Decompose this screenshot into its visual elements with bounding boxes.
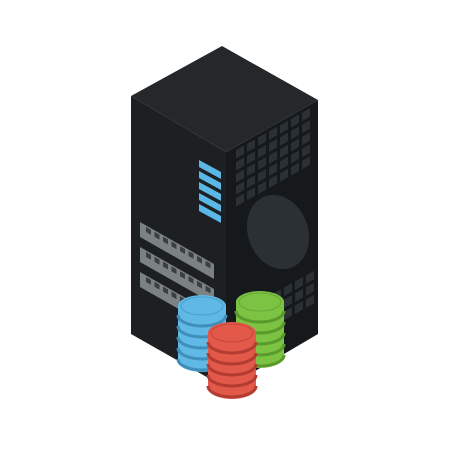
vent-grid-cell (302, 120, 310, 134)
vent-grid-cell (302, 132, 310, 146)
drive-slot (171, 241, 177, 250)
database-ring (206, 352, 258, 366)
tower-top-face (131, 46, 318, 152)
drive-slot (188, 276, 194, 284)
drive-slot (188, 251, 194, 259)
vent-grid-cell (302, 156, 310, 170)
database-ring (206, 385, 258, 399)
vent-grid-cell (247, 163, 255, 177)
vent-grid-cell (247, 139, 255, 153)
drive-slot (146, 227, 151, 235)
vent-grid-cell (295, 300, 303, 314)
vent-grid-cell (291, 126, 299, 140)
vent-grid-cell (302, 108, 310, 122)
vent-slot (199, 193, 221, 212)
vent-grid-cell (306, 294, 314, 308)
vent-grid-cell (258, 169, 266, 183)
vent-grid-cell (284, 307, 292, 321)
drive-slot (180, 246, 185, 254)
database-ring (176, 314, 228, 328)
drive-slot (180, 271, 185, 279)
vent-grid-cell (269, 150, 277, 164)
database-ring (206, 374, 258, 388)
vent-grid-cell (291, 162, 299, 176)
vent-grid-cell (306, 282, 314, 296)
drive-slot (197, 280, 202, 289)
vent-grid-cell (236, 181, 244, 195)
drive-slot (163, 261, 168, 270)
database-top-rim (180, 296, 224, 316)
drive-slot (171, 266, 177, 275)
vent-grid (236, 108, 314, 333)
vent-grid-cell (269, 174, 277, 188)
vent-grid-cell (258, 181, 266, 195)
drive-slot (154, 231, 160, 240)
vent-grid-cell (236, 169, 244, 183)
vent-grid-cell (280, 156, 288, 170)
vent-grid-cell (284, 295, 292, 309)
vent-grid-cell (295, 276, 303, 290)
drive-slot (154, 256, 160, 265)
drive-slot (197, 255, 202, 264)
drive-slot (146, 277, 151, 285)
vent-slot (199, 171, 221, 190)
vent-grid-cell (236, 145, 244, 159)
vent-grid-cell (306, 270, 314, 284)
vent-grid-cell (295, 288, 303, 302)
vent-grid-cell (280, 120, 288, 134)
database-ring (234, 310, 286, 324)
drive-slot (163, 236, 168, 245)
vent-grid-cell (280, 168, 288, 182)
drive-slot (171, 291, 177, 300)
vent-grid-cell (291, 114, 299, 128)
vent-slot (199, 204, 221, 223)
vent-grid-cell (269, 162, 277, 176)
vent-slots (199, 160, 221, 223)
drive-slot (154, 281, 160, 290)
vent-slot (199, 160, 221, 179)
database-bottom (208, 377, 256, 399)
vent-grid-cell (247, 175, 255, 189)
vent-grid-cell (269, 126, 277, 140)
database-ring (206, 341, 258, 355)
database-ring (206, 363, 258, 377)
vent-grid-cell (291, 150, 299, 164)
vent-grid-cell (258, 157, 266, 171)
vent-grid-cell (280, 132, 288, 146)
drive-slot (205, 260, 211, 269)
vent-slot (199, 182, 221, 201)
vent-grid-cell (284, 283, 292, 297)
vent-grid-cell (247, 187, 255, 201)
vent-grid-cell (291, 138, 299, 152)
database-stack-icon-red (206, 322, 258, 399)
vent-grid-cell (236, 157, 244, 171)
vent-grid-cell (258, 145, 266, 159)
vent-grid-cell (302, 144, 310, 158)
drive-slot (205, 285, 211, 294)
vent-grid-cell (269, 138, 277, 152)
vent-grid-cell (280, 144, 288, 158)
database-top-rim (238, 292, 282, 312)
vent-grid-cell (258, 133, 266, 147)
drive-slot (146, 252, 151, 260)
drive-slot (163, 286, 168, 295)
fan-circle (246, 194, 310, 270)
vent-grid-cell (247, 151, 255, 165)
database-top-rim (210, 323, 254, 343)
vent-grid-cell (236, 193, 244, 207)
